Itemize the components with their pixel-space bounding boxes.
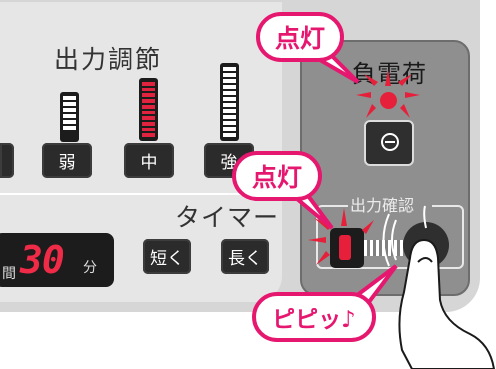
- section-divider: [0, 193, 282, 195]
- minus-bar: [385, 141, 395, 143]
- sound-callout: ピピッ♪: [252, 292, 376, 342]
- mid-level-meter: [139, 78, 158, 141]
- minus-circle-icon: [381, 133, 399, 151]
- strong-level-meter: [220, 63, 239, 141]
- timer-digits: 30: [20, 238, 65, 282]
- finger-pointer-icon: [398, 238, 496, 369]
- timer-prefix: 間: [2, 266, 16, 282]
- timer-unit: 分: [83, 260, 97, 276]
- check-lamp: [339, 235, 351, 260]
- timer-display: 間 30 分: [0, 233, 114, 287]
- frame-gap: [348, 196, 432, 212]
- output-check-label: 出力確認: [350, 196, 415, 215]
- short-button[interactable]: 短く: [143, 239, 191, 274]
- minus-button[interactable]: [364, 120, 414, 166]
- weak-button[interactable]: 弱: [42, 143, 92, 178]
- sound-wave-icon: [382, 213, 397, 267]
- output-title: 出力調節: [54, 45, 163, 74]
- load-lamp-callout: 点灯: [256, 12, 344, 62]
- light-burst-icon: [356, 70, 420, 118]
- light-burst-icon: [308, 208, 374, 265]
- left-edge-button[interactable]: [0, 143, 14, 178]
- timer-title: タイマー: [175, 203, 280, 232]
- load-lamp: [380, 92, 397, 109]
- long-button[interactable]: 長く: [221, 239, 269, 274]
- weak-level-meter: [60, 92, 79, 142]
- check-lamp-callout: 点灯: [232, 151, 322, 201]
- arrow-stripes: [364, 240, 410, 256]
- mid-button[interactable]: 中: [124, 143, 174, 178]
